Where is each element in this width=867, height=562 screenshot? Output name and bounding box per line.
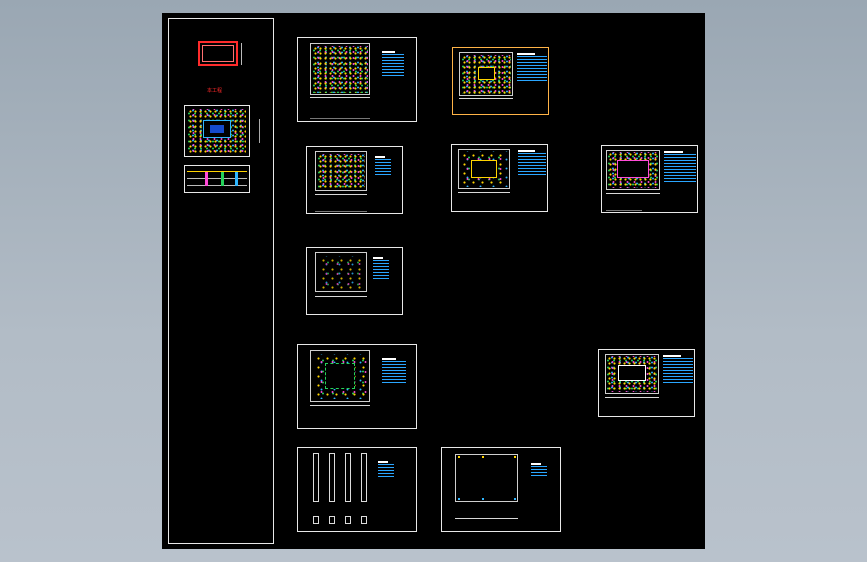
sheet-7[interactable] bbox=[297, 344, 417, 429]
sheet-6-legend bbox=[373, 257, 389, 280]
sheet-7-legend bbox=[382, 358, 406, 385]
sheet-2-legend bbox=[517, 53, 547, 82]
sheet-6-baseline bbox=[315, 296, 367, 297]
sheet-8-core bbox=[618, 365, 646, 381]
sheet-2[interactable] bbox=[452, 47, 549, 115]
sheet-4-plan bbox=[458, 149, 510, 189]
sheet-8-plan bbox=[605, 354, 659, 394]
sheet-3-fixtures bbox=[318, 154, 365, 189]
section-accent-cyan bbox=[235, 172, 238, 186]
sheet-6[interactable] bbox=[306, 247, 403, 315]
sheet-1-baseline bbox=[310, 97, 370, 98]
sheet-4-legend bbox=[518, 150, 546, 175]
sheet-3-baseline bbox=[315, 194, 367, 195]
sheet-9-column-2 bbox=[329, 453, 335, 502]
sheet-9-foot-2 bbox=[329, 516, 335, 524]
sheet-10-marker-3 bbox=[514, 456, 516, 458]
title-block-dim bbox=[241, 43, 242, 65]
sheet-1-legend bbox=[382, 51, 404, 76]
sheet-7-core bbox=[325, 363, 355, 389]
sheet-3-legend bbox=[375, 156, 391, 177]
title-block-red bbox=[198, 41, 238, 66]
sheet-1-titlebar bbox=[310, 118, 370, 119]
sheet-6-plan bbox=[315, 252, 367, 292]
sheet-7-plan bbox=[310, 350, 370, 402]
sheet-9-foot-3 bbox=[345, 516, 351, 524]
sheet-9[interactable] bbox=[297, 447, 417, 532]
sheet-3-plan bbox=[315, 151, 367, 191]
sheet-4-core bbox=[471, 160, 497, 178]
overview-section-thumbnail[interactable] bbox=[184, 165, 250, 193]
overview-plan-thumbnail[interactable] bbox=[184, 105, 250, 157]
sheet-10-marker-5 bbox=[482, 498, 484, 500]
sheet-9-foot-4 bbox=[361, 516, 367, 524]
sheet-2-baseline bbox=[459, 98, 513, 99]
overview-plan-dim bbox=[259, 119, 260, 143]
cad-drawing-canvas[interactable]: 本工程 bbox=[162, 13, 705, 549]
sheet-5[interactable] bbox=[601, 145, 698, 213]
section-accent-magenta bbox=[205, 172, 208, 186]
sheet-1[interactable] bbox=[297, 37, 417, 122]
sheet-10-marker-2 bbox=[482, 456, 484, 458]
sheet-2-plan bbox=[459, 52, 513, 96]
sheet-5-titlebar bbox=[606, 210, 642, 211]
section-line-3 bbox=[187, 185, 247, 186]
sheet-10-marker-1 bbox=[458, 456, 460, 458]
sheet-8-baseline bbox=[605, 397, 659, 398]
sheet-2-core bbox=[478, 67, 495, 80]
sheet-1-plan bbox=[310, 43, 370, 95]
sheet-3[interactable] bbox=[306, 146, 403, 214]
sheet-7-baseline bbox=[310, 405, 370, 406]
sheet-1-fixtures bbox=[313, 46, 368, 93]
sheet-10-baseline bbox=[455, 518, 518, 519]
overview-caption: 本工程 bbox=[207, 88, 223, 94]
sheet-9-legend bbox=[378, 461, 394, 478]
sheet-3-titlebar bbox=[315, 211, 367, 212]
sheet-10-legend bbox=[531, 463, 547, 478]
sheet-6-fixtures bbox=[319, 256, 364, 289]
sheet-9-column-3 bbox=[345, 453, 351, 502]
sheet-5-baseline bbox=[606, 193, 660, 194]
sheet-5-legend bbox=[664, 151, 696, 184]
overview-panel[interactable]: 本工程 bbox=[168, 18, 274, 544]
sheet-9-column-1 bbox=[313, 453, 319, 502]
sheet-9-foot-1 bbox=[313, 516, 319, 524]
sheet-10-plan bbox=[455, 454, 518, 502]
sheet-4[interactable] bbox=[451, 144, 548, 212]
sheet-9-column-4 bbox=[361, 453, 367, 502]
section-accent-green bbox=[221, 172, 224, 186]
sheet-8[interactable] bbox=[598, 349, 695, 417]
section-line-1 bbox=[187, 171, 247, 172]
sheet-10-marker-4 bbox=[458, 498, 460, 500]
sheet-10[interactable] bbox=[441, 447, 561, 532]
section-line-2 bbox=[187, 178, 247, 179]
sheet-10-marker-6 bbox=[514, 498, 516, 500]
sheet-5-core bbox=[617, 160, 649, 178]
sheet-8-legend bbox=[663, 355, 693, 384]
overview-plan-core-fill bbox=[210, 125, 224, 133]
title-block-red-inner bbox=[202, 45, 234, 62]
sheet-4-baseline bbox=[458, 192, 510, 193]
sheet-5-plan bbox=[606, 150, 660, 190]
